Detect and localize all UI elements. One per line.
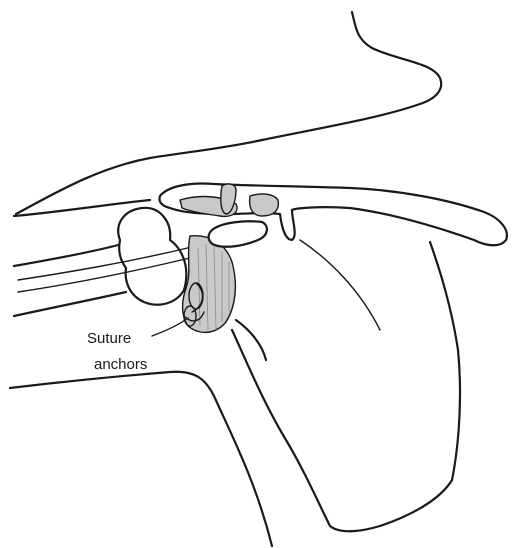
humerus-shaft-upper <box>14 244 122 266</box>
label-anchors: anchors <box>94 356 147 373</box>
scapula-spine-shadow <box>300 240 380 330</box>
scapula-neck <box>236 320 266 360</box>
scapula-medial-border <box>430 242 460 480</box>
lower-arm-contour <box>10 372 272 546</box>
glenoid-labrum <box>183 236 236 333</box>
coracoid-process <box>209 221 267 246</box>
coracoclavicular-ligament <box>250 194 279 216</box>
humerus-shaft-lower <box>14 292 126 316</box>
label-suture: Suture <box>87 330 131 347</box>
label-leader-line <box>152 318 188 336</box>
